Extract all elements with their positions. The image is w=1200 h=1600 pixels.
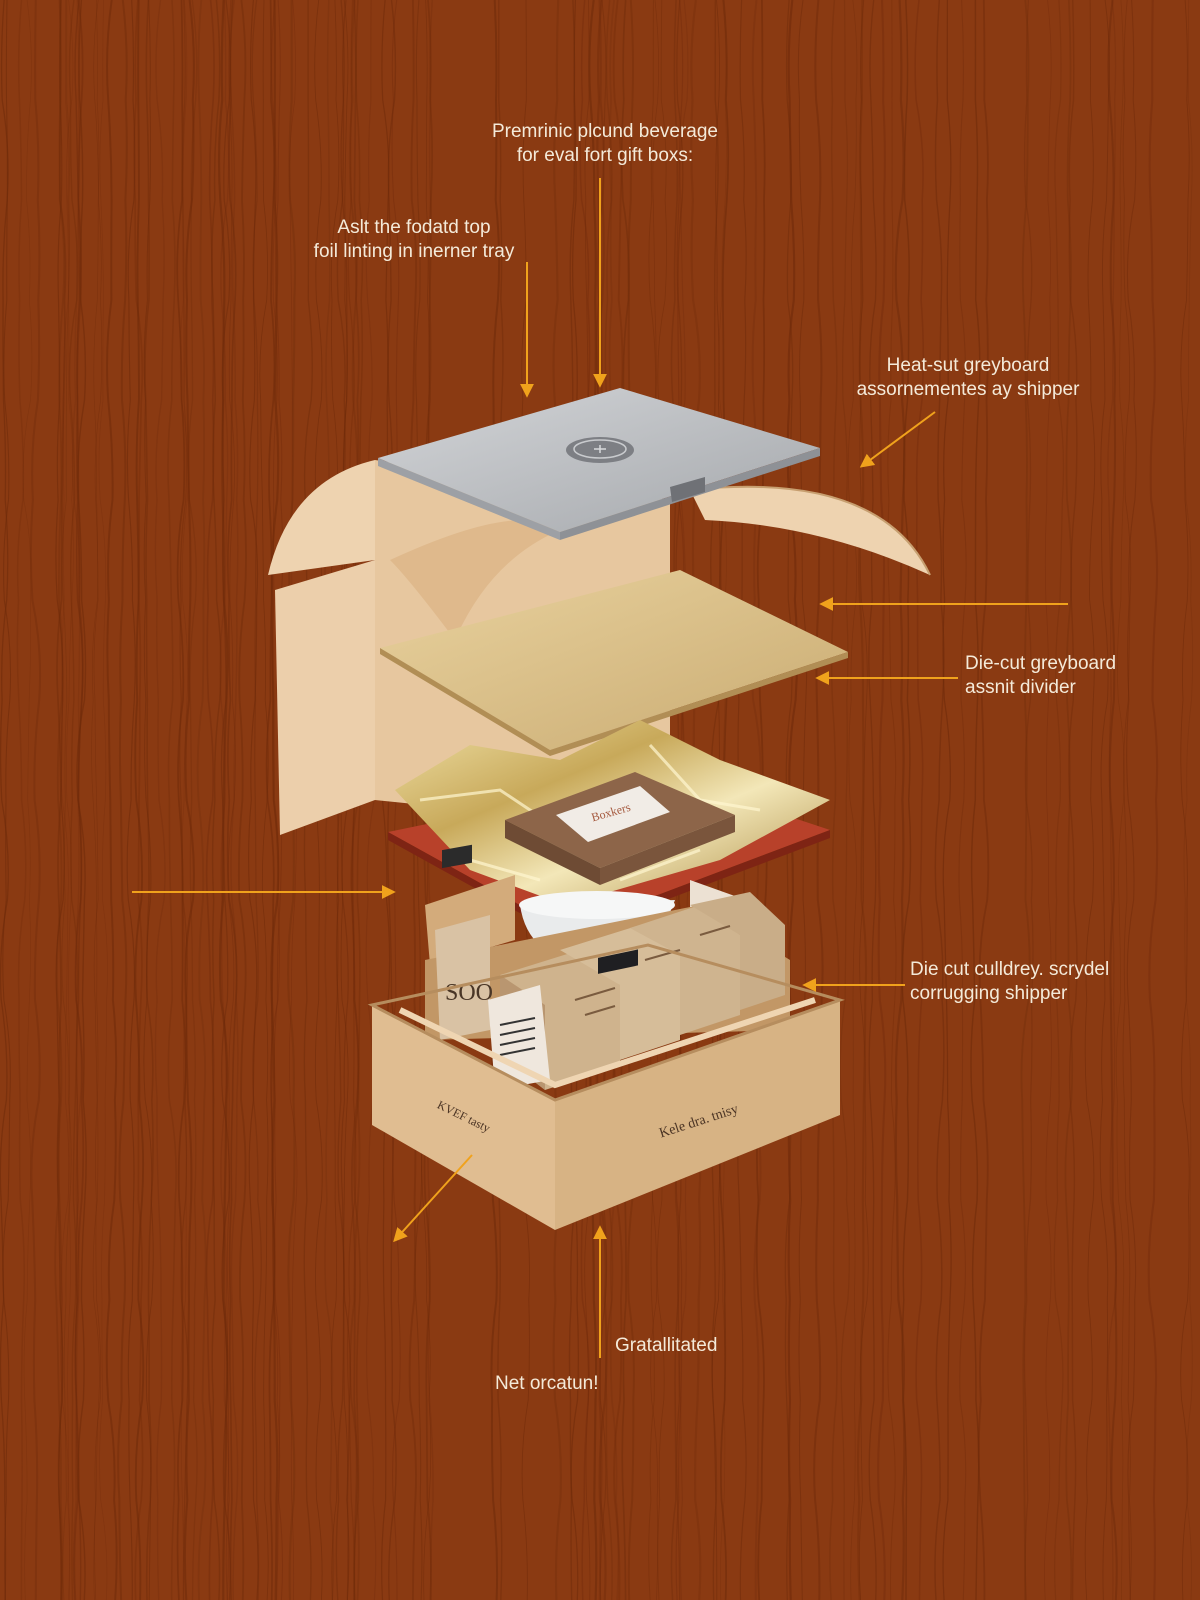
wood-grain-line [144, 0, 154, 1600]
wood-grain-line [134, 0, 145, 1600]
wood-grain-line [868, 0, 877, 1600]
wood-grain-line [839, 0, 850, 1600]
wood-grain-line [16, 0, 27, 1600]
wood-grain-line [91, 0, 100, 1600]
wood-grain-line [1183, 0, 1194, 1600]
arrow-upper-right [859, 411, 936, 468]
wood-grain-line [211, 0, 222, 1600]
wood-grain-line [829, 0, 840, 1600]
wood-grain-line [1126, 0, 1137, 1600]
wood-grain-line [1180, 0, 1190, 1600]
wood-grain-line [220, 0, 231, 1600]
wood-grain-line [0, 0, 9, 1600]
wood-grain-line [934, 0, 945, 1600]
wood-grain-line [887, 0, 897, 1600]
lid-emblem-icon [566, 437, 634, 463]
wood-grain-line [2, 0, 12, 1600]
wood-grain-line [54, 0, 66, 1600]
wood-grain-line [196, 0, 207, 1600]
wood-grain-line [226, 0, 238, 1600]
callout-upper-right: Heat-sut greyboard assornementes ay ship… [856, 355, 1080, 400]
wood-grain-line [1068, 0, 1078, 1600]
corrugated-shipper-box: SOO Kele dra. tnisy KVEF tasty [367, 844, 845, 1230]
shipper-left-panel [275, 560, 375, 835]
wood-grain-line [154, 0, 166, 1600]
shipper-right-flap-edge [689, 485, 931, 576]
arrow-lower-left [393, 1154, 473, 1243]
wood-grain-line [98, 0, 108, 1600]
wood-grain-line [66, 0, 74, 1600]
wood-grain-line [901, 0, 912, 1600]
silver-top-lid [378, 388, 820, 540]
wood-grain-line [183, 0, 195, 1600]
wood-grain-line [205, 0, 215, 1600]
wood-grain-line [22, 0, 33, 1600]
wood-grain-line [858, 0, 869, 1600]
wood-grain-line [265, 0, 276, 1600]
wood-grain-line [1147, 0, 1159, 1600]
wood-grain-line [55, 0, 65, 1600]
shipper-left-flap [268, 460, 375, 575]
wood-grain-line [1122, 0, 1132, 1600]
wood-grain-line [1020, 0, 1031, 1600]
wood-grain-line [958, 0, 967, 1600]
wood-grain-line [68, 0, 79, 1600]
shipper-front-curved-flap [390, 520, 560, 640]
wood-grain-line [970, 0, 981, 1600]
wood-grain-line [117, 0, 128, 1600]
callout-arrows [132, 178, 1068, 1358]
wood-grain-line [225, 0, 236, 1600]
wood-grain-line [1084, 0, 1096, 1600]
lid-tab [670, 477, 705, 502]
wood-grain-line [1107, 0, 1117, 1600]
wood-grain-line [229, 0, 239, 1600]
callout-upper-left: Aslt the fodatd top foil linting in iner… [313, 217, 515, 262]
wood-grain-line [1064, 0, 1074, 1600]
wood-grain-line [60, 0, 70, 1600]
greyboard-divider [380, 570, 848, 750]
callout-mid-right: Die-cut greyboard assnit divider [965, 653, 1117, 698]
wood-grain-line [914, 0, 925, 1600]
wood-grain-line [847, 0, 858, 1600]
wood-grain-line [1115, 0, 1125, 1600]
wood-grain-line [856, 0, 868, 1600]
wood-grain-line [187, 0, 198, 1600]
shipper-right-flap [690, 486, 930, 575]
wood-grain-line [1023, 0, 1034, 1600]
wood-grain-line [942, 0, 952, 1600]
wood-grain-line [1099, 0, 1110, 1600]
wood-grain-line [179, 0, 189, 1600]
wood-grain-line [877, 0, 887, 1600]
callout-bottom-b: Net orcatun! [495, 1373, 599, 1394]
wood-grain-line [126, 0, 136, 1600]
wood-grain-line [1107, 0, 1118, 1600]
wood-grain-line [167, 0, 177, 1600]
callout-lower-right: Die cut culldrey. scrydel corrugging shi… [910, 959, 1110, 1004]
box-front-left-wall [372, 1005, 555, 1230]
wood-grain-line [76, 0, 87, 1600]
callout-bottom-a: Gratallitated [615, 1335, 718, 1356]
wood-grain-line [237, 0, 247, 1600]
wood-grain-line [894, 0, 906, 1600]
box-front-right-wall [555, 1000, 840, 1230]
wrapped-chocolate-icon: Boxkers [505, 772, 735, 885]
wood-grain-line [1044, 0, 1052, 1600]
box-rim [367, 943, 845, 1102]
wood-grain-line [105, 0, 118, 1600]
callout-top: Premrinic plcund beverage for eval fort … [491, 121, 719, 166]
wood-grain-line [217, 0, 229, 1600]
wood-grain-line [29, 0, 42, 1600]
wood-grain-line [1053, 0, 1065, 1600]
wood-grain-line [143, 0, 154, 1600]
wood-grain-line [93, 0, 103, 1600]
wood-grain-line [977, 0, 990, 1600]
wood-grain-line [270, 0, 280, 1600]
wood-grain-line [61, 0, 72, 1600]
wood-grain-line [248, 0, 259, 1600]
wood-grain-line [176, 0, 187, 1600]
